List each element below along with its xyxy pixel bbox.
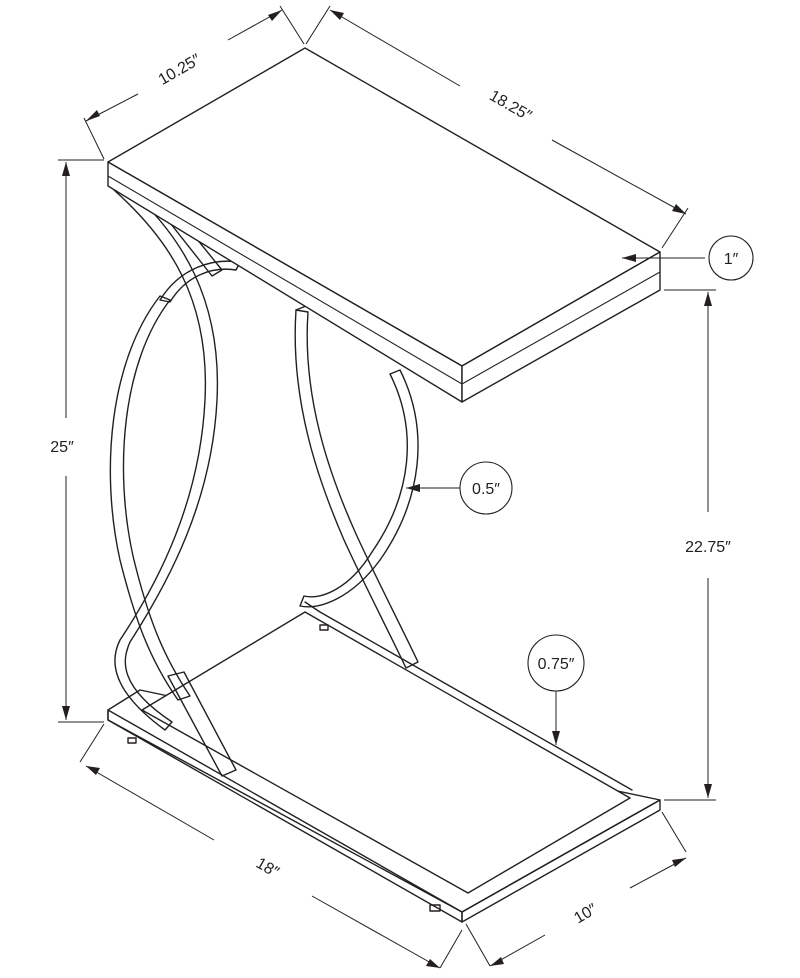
callout-tube <box>459 461 513 515</box>
label-top-depth: 10.25″ <box>156 51 204 89</box>
tabletop-edge-bevel <box>107 175 661 385</box>
arrowhead <box>86 110 100 121</box>
table-top <box>107 47 661 403</box>
dim-line-top-width-a <box>329 9 461 87</box>
label-base-width: 18″ <box>253 855 282 882</box>
front-left-inner-leg <box>109 295 191 701</box>
foot-left <box>127 737 137 744</box>
dim-line-top-width-b <box>551 139 687 215</box>
arrowhead <box>406 484 420 492</box>
label-total-height: 25″ <box>50 439 74 456</box>
arrowhead <box>672 858 686 867</box>
label-tube-diameter: 0.5″ <box>472 481 500 498</box>
base-back-rail <box>304 601 633 791</box>
dimension-lines <box>58 5 716 969</box>
ext-line <box>465 923 491 967</box>
base-inner-opening <box>141 611 631 894</box>
ext-line <box>439 929 463 969</box>
arrowhead <box>704 292 712 306</box>
arrowhead <box>62 162 70 176</box>
back-leg-join <box>295 305 307 311</box>
dim-line-base-width-a <box>85 765 215 841</box>
back-right-leg <box>294 309 419 669</box>
foot-front <box>429 904 441 912</box>
front-leg-tail <box>167 671 237 777</box>
front-upper-arc <box>159 260 241 303</box>
arrowhead <box>62 706 70 720</box>
arrowhead <box>704 784 712 798</box>
label-top-thickness: 1″ <box>724 251 739 268</box>
tabletop-right-edge <box>461 251 661 403</box>
callout-base-tube <box>527 634 585 692</box>
arrowhead <box>490 957 504 966</box>
ext-line <box>305 5 331 45</box>
arrowhead <box>426 959 440 968</box>
curved-legs <box>109 185 419 777</box>
ext-line <box>661 207 689 249</box>
label-base-depth: 10″ <box>571 901 600 928</box>
foot-back <box>319 624 329 631</box>
label-top-width: 18.25″ <box>486 87 534 125</box>
base-right-face <box>461 799 661 923</box>
arrowhead <box>268 10 282 21</box>
callouts <box>459 235 754 692</box>
arrowhead <box>672 204 686 214</box>
dim-line-base-width-b <box>311 895 441 969</box>
arrowhead <box>622 254 636 262</box>
label-clearance-height: 22.75″ <box>685 539 731 556</box>
arrowhead <box>552 731 560 745</box>
ext-line <box>79 723 105 763</box>
ext-line <box>661 811 687 853</box>
arrowhead <box>86 766 100 775</box>
arrowhead <box>330 10 344 20</box>
ext-line <box>83 117 105 160</box>
callout-thickness <box>708 235 754 281</box>
base-frame <box>107 601 661 923</box>
front-left-leg <box>113 185 219 731</box>
label-base-tube: 0.75″ <box>538 656 575 673</box>
ext-line <box>279 5 305 45</box>
